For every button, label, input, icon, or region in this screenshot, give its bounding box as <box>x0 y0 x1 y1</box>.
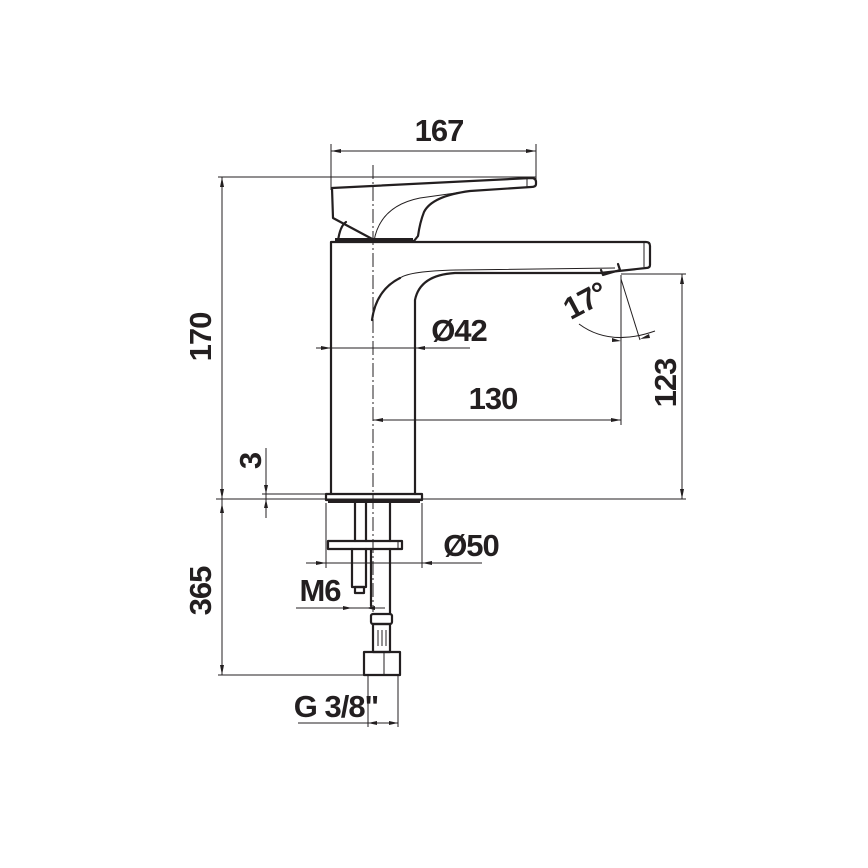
m6-stud <box>350 547 368 589</box>
faucet-outline <box>324 176 652 677</box>
label-m6: M6 <box>299 573 341 608</box>
label-365: 365 <box>183 566 218 615</box>
label-130: 130 <box>469 381 518 416</box>
label-17deg: 17° <box>557 275 613 327</box>
hex-nut <box>362 650 402 677</box>
dimension-lines <box>216 144 686 727</box>
hose-ferrule <box>369 612 394 626</box>
angle-17-ref-line <box>620 278 641 341</box>
lever-inner-curve <box>373 190 471 242</box>
aerator-tab <box>599 262 622 277</box>
label-170: 170 <box>183 313 218 362</box>
spout-inner-curve <box>370 276 402 322</box>
label-d50: Ø50 <box>443 528 499 563</box>
label-167: 167 <box>415 113 464 148</box>
lever-handle <box>330 176 538 243</box>
body-and-spout <box>329 240 652 496</box>
m6-stud-tip <box>353 585 366 595</box>
dimension-labels: 167 170 Ø42 130 123 17° 3 Ø50 365 M6 G 3… <box>183 113 683 724</box>
lever-collar-plate <box>335 238 413 242</box>
label-3: 3 <box>233 452 268 469</box>
angle-17-arc <box>578 323 656 339</box>
label-g38: G 3/8" <box>294 689 379 724</box>
label-d42: Ø42 <box>431 313 487 348</box>
spout-underside-line <box>399 267 616 279</box>
fixing-plate <box>326 539 404 551</box>
label-123: 123 <box>648 358 683 407</box>
base-gasket <box>328 500 420 503</box>
